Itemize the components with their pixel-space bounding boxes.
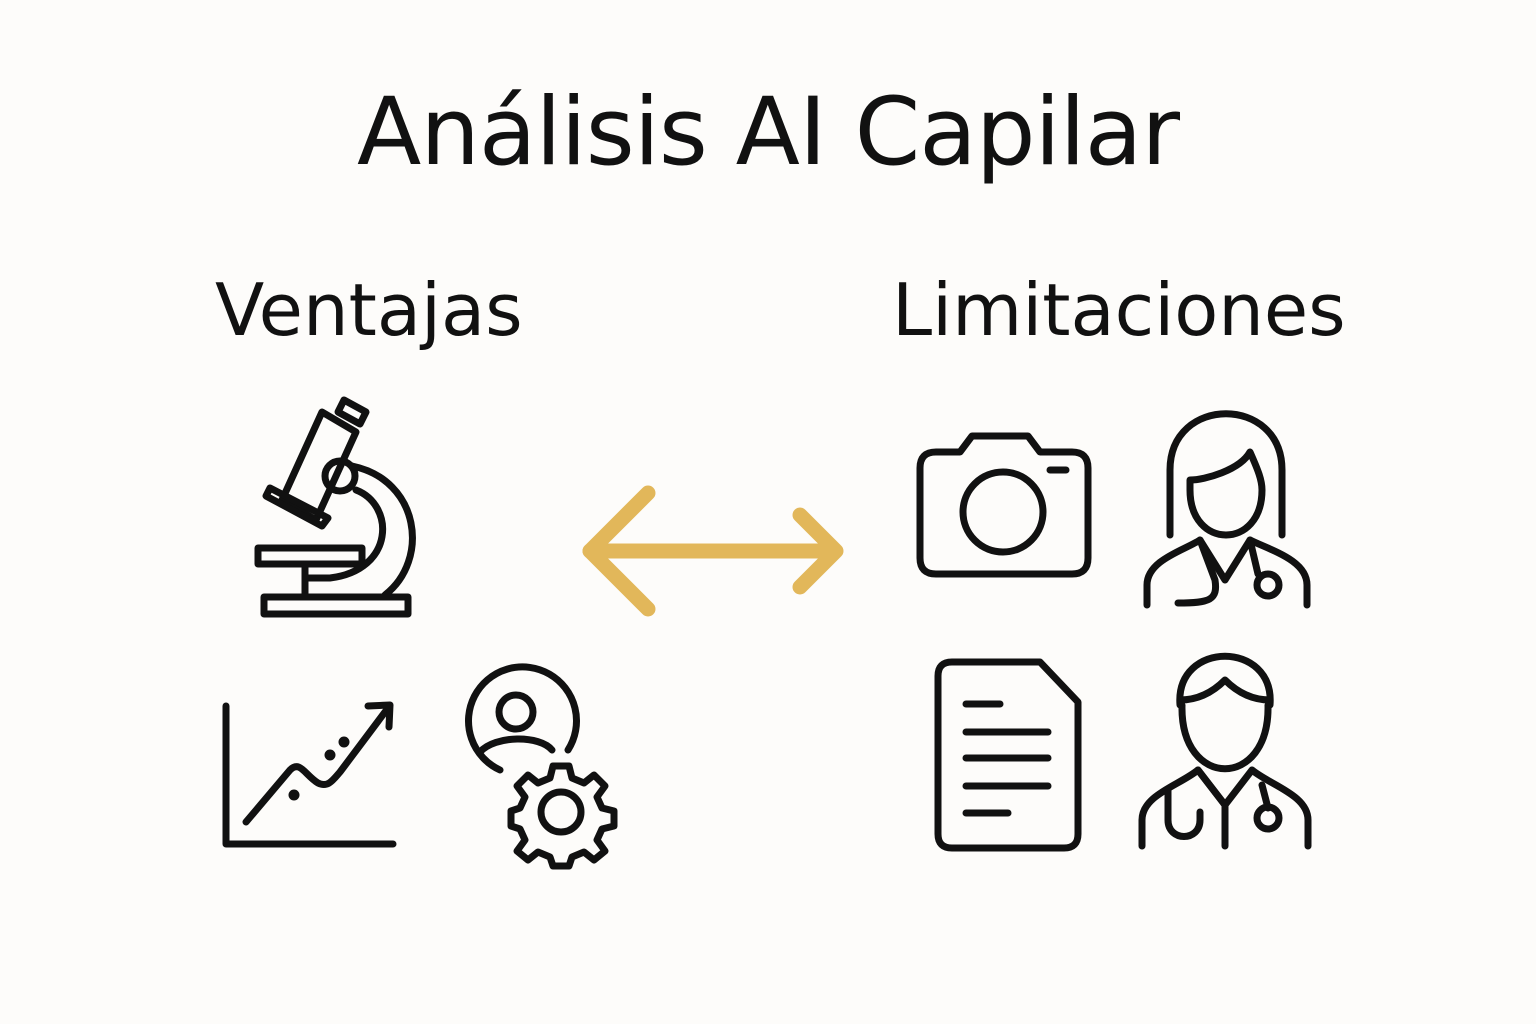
page-title: Análisis AI Capilar xyxy=(357,78,1180,187)
document-icon xyxy=(934,658,1082,852)
female-doctor-icon xyxy=(1143,410,1311,609)
double-arrow-icon xyxy=(582,485,844,617)
male-doctor-icon xyxy=(1138,652,1312,850)
advantages-heading: Ventajas xyxy=(215,268,523,352)
camera-icon xyxy=(916,432,1092,578)
limitations-heading: Limitaciones xyxy=(892,268,1346,352)
user-settings-icon xyxy=(465,663,618,870)
trend-chart-icon xyxy=(222,701,397,848)
microscope-icon xyxy=(254,396,416,618)
